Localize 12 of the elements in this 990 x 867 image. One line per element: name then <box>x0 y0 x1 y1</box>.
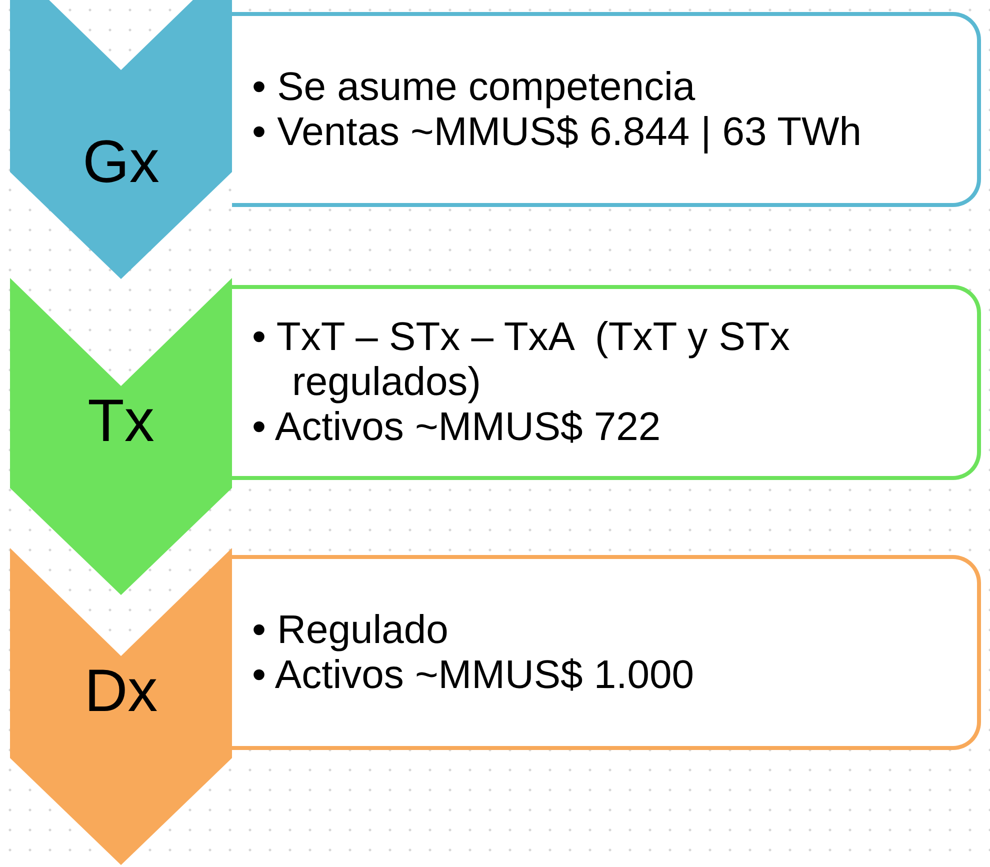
bullet-item: • Regulado <box>252 608 450 652</box>
chevron-label: Tx <box>86 386 156 455</box>
content-box <box>232 12 981 207</box>
content-box <box>232 555 981 750</box>
bullet-item: • Activos ~MMUS$ 722 <box>252 405 662 450</box>
bullet-item: • Se asume competencia <box>252 64 696 110</box>
chevron-label: Gx <box>82 127 160 196</box>
content-box <box>232 285 981 480</box>
bullet-item: • Activos ~MMUS$ 1.000 <box>252 652 694 698</box>
bullet-item: • TxT – STx – TxA (TxT y STx regulados) <box>252 315 791 405</box>
bullet-item: • Ventas ~MMUS$ 6.844 | 63 TWh <box>252 110 862 154</box>
chevron-label: Dx <box>83 656 159 725</box>
